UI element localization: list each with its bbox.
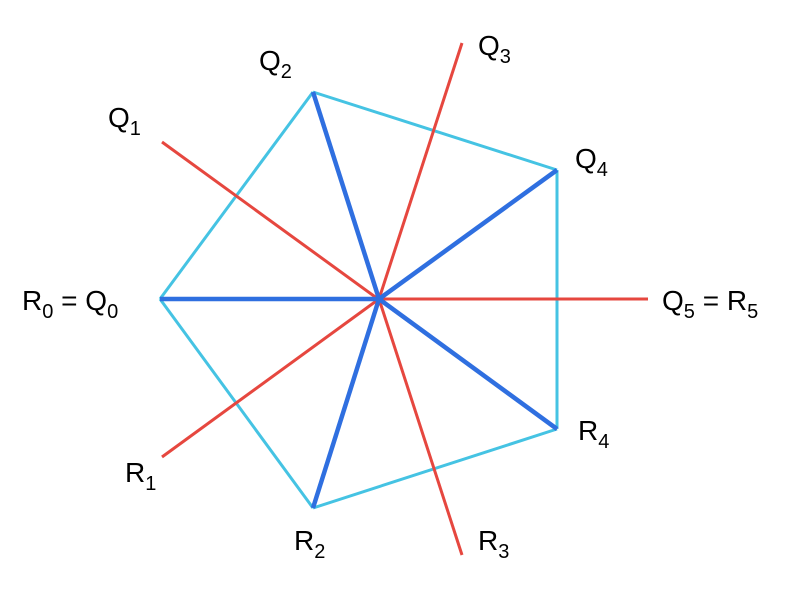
label-q1: Q1 — [108, 102, 141, 140]
label-r4: R4 — [578, 415, 609, 453]
label-q2: Q2 — [259, 45, 292, 83]
spoke-q2 — [310, 91, 382, 300]
spokes — [160, 91, 559, 509]
label-r2: R2 — [294, 525, 325, 563]
spoke-r2 — [310, 298, 382, 509]
label-r1: R1 — [125, 457, 156, 495]
ray-center-r3 — [377, 298, 464, 556]
label-q4: Q4 — [575, 143, 608, 181]
spoke-r4 — [377, 297, 559, 431]
label-q5-eq-r5: Q5 = R5 — [662, 285, 758, 323]
ray-q3-center — [377, 42, 464, 300]
spoke-q4 — [377, 168, 559, 301]
ray-r1-center — [161, 297, 380, 459]
label-r3: R3 — [478, 525, 509, 563]
label-q3: Q3 — [478, 30, 511, 68]
label-r0-eq-q0: R0 = Q0 — [22, 285, 118, 323]
